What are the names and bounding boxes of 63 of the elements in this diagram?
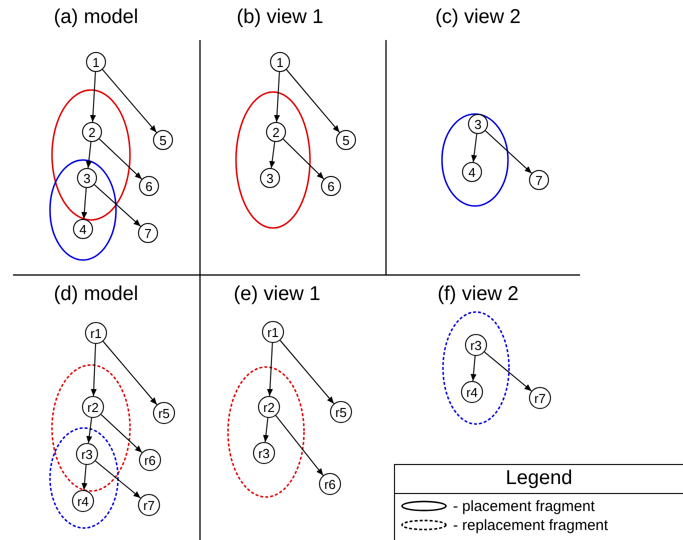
node-circle: r1: [85, 322, 107, 344]
node-circle: 5: [336, 130, 356, 150]
arrow: [102, 69, 157, 133]
node-circle: r4: [461, 381, 483, 403]
node-circle: r1: [262, 321, 284, 343]
arrow: [282, 138, 324, 180]
arrow: [102, 340, 158, 406]
node-circle: r6: [139, 449, 161, 471]
panel-title: (c) view 2: [435, 6, 521, 29]
node-circle: r7: [529, 387, 551, 409]
node-circle: 1: [86, 52, 106, 72]
arrow: [286, 69, 340, 133]
node-circle: 4: [73, 219, 93, 239]
arrow: [94, 184, 142, 227]
arrow: [471, 133, 478, 163]
node-circle: r3: [76, 443, 98, 465]
node-circle: r2: [82, 396, 104, 418]
node-circle: r7: [138, 494, 160, 516]
arrow: [274, 71, 280, 123]
node-circle: 3: [77, 168, 97, 188]
arrow: [86, 417, 92, 444]
node-circle: 3: [260, 168, 280, 188]
arrow: [86, 141, 92, 169]
node-circle: r6: [319, 473, 341, 495]
node-circle: 7: [138, 223, 158, 243]
panel-title: (d) model: [54, 283, 138, 306]
node-circle: r4: [72, 490, 94, 512]
arrow: [82, 464, 88, 491]
arrow: [90, 344, 97, 396]
node-circle: 4: [462, 162, 482, 182]
node-circle: r5: [153, 402, 175, 424]
arrow: [95, 460, 141, 498]
node-circle: r2: [258, 396, 280, 418]
arrow: [484, 130, 532, 174]
legend-title: Legend: [506, 467, 572, 490]
arrow: [262, 417, 269, 443]
panel-title: (f) view 2: [437, 283, 519, 306]
legend-text: - placement fragment: [453, 498, 595, 515]
node-circle: 6: [139, 176, 159, 196]
panel-title: (e) view 1: [234, 283, 320, 306]
arrow: [470, 355, 477, 382]
arrow: [280, 340, 334, 404]
node-circle: 2: [266, 122, 286, 142]
panel-title: (a) model: [54, 6, 138, 29]
arrow: [275, 415, 324, 476]
node-circle: 7: [529, 170, 549, 190]
arrow: [100, 414, 142, 453]
arrow: [269, 141, 276, 169]
arrow: [98, 138, 142, 180]
arrow: [484, 352, 532, 392]
node-circle: 2: [82, 122, 102, 142]
node-circle: r3: [253, 442, 275, 464]
panel-title: (b) view 1: [236, 6, 324, 29]
node-circle: 3: [468, 114, 488, 134]
legend-text: - replacement fragment: [453, 517, 608, 534]
node-circle: 1: [270, 52, 290, 72]
node-circle: 6: [321, 176, 341, 196]
node-circle: 5: [153, 130, 173, 150]
node-circle: r3: [465, 334, 487, 356]
arrow: [81, 187, 88, 220]
arrow: [90, 71, 96, 123]
arrow: [266, 342, 273, 397]
node-circle: r5: [330, 401, 352, 423]
